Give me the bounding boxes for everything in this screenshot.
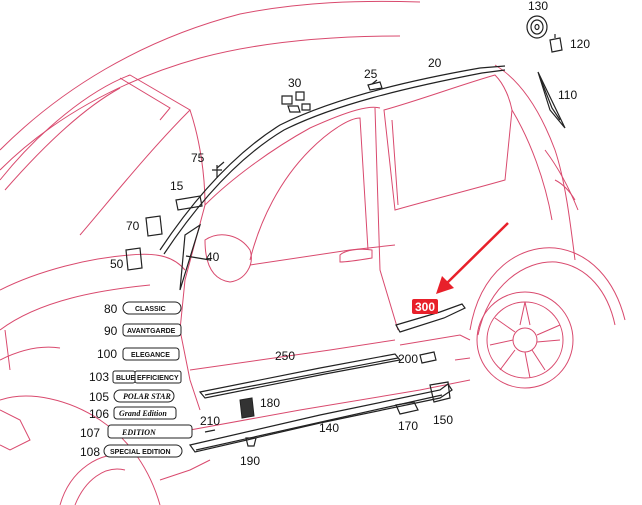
- badge-num: 108: [80, 445, 100, 459]
- label-250: 250: [275, 349, 295, 363]
- badge-num: 105: [89, 390, 109, 404]
- label-130: 130: [528, 0, 548, 13]
- part-labels: 130 120 110 20 25 30 75 15 70 50 40 250 …: [110, 0, 590, 468]
- small-parts: [125, 15, 566, 447]
- badge-text: Grand Edition: [119, 409, 167, 418]
- highlight-300[interactable]: 300: [412, 299, 438, 314]
- label-25: 25: [364, 67, 378, 81]
- badge-num: 106: [89, 407, 109, 421]
- badge-num: 103: [89, 370, 109, 384]
- badge-text: BLUE: [116, 375, 135, 382]
- badge-frame: [122, 347, 180, 361]
- badge-text: POLAR STAR: [123, 392, 171, 401]
- badge-text: EDITION: [121, 428, 157, 437]
- badge-list: 80 CLASSIC 90 AVANTGARDE 100 ELEGANCE 10…: [80, 301, 193, 459]
- badge-text: ELEGANCE: [131, 352, 170, 359]
- highlight-box[interactable]: [412, 299, 438, 314]
- badge-frame: [122, 323, 182, 337]
- label-20: 20: [428, 56, 442, 70]
- label-40: 40: [206, 250, 220, 264]
- leader-lines: [185, 79, 378, 261]
- label-210: 210: [200, 414, 220, 428]
- label-15: 15: [170, 179, 184, 193]
- label-150: 150: [433, 413, 453, 427]
- badge-num: 100: [97, 347, 117, 361]
- badge-text: EFFICIENCY: [137, 375, 179, 382]
- badge-frame: [113, 389, 175, 403]
- label-190: 190: [240, 454, 260, 468]
- pointer-arrow: [436, 222, 509, 294]
- badge-text: SPECIAL EDITION: [110, 449, 171, 456]
- badge-num: 107: [80, 426, 100, 440]
- badge-frame: [103, 444, 183, 458]
- label-70: 70: [126, 219, 140, 233]
- door-moulding: [395, 303, 466, 333]
- badge-frame: [107, 424, 193, 439]
- label-110: 110: [558, 88, 577, 102]
- roof-trim-strip: [159, 65, 506, 255]
- label-180: 180: [260, 396, 280, 410]
- label-120: 120: [570, 37, 590, 51]
- door-sill-strips: [188, 353, 453, 453]
- badge-text: CLASSIC: [135, 306, 166, 313]
- label-75: 75: [191, 151, 205, 165]
- badge-text: AVANTGARDE: [127, 328, 176, 335]
- badge-frame: [113, 406, 177, 420]
- badge-num: 80: [104, 302, 118, 316]
- label-200: 200: [398, 352, 418, 366]
- badge-frame: [122, 301, 182, 315]
- label-30: 30: [288, 76, 302, 90]
- highlight-label: 300: [415, 300, 435, 314]
- label-170: 170: [398, 419, 418, 433]
- badge-num: 90: [104, 324, 118, 338]
- label-140: 140: [319, 421, 339, 435]
- badge-frame: [134, 370, 182, 384]
- label-50: 50: [110, 257, 124, 271]
